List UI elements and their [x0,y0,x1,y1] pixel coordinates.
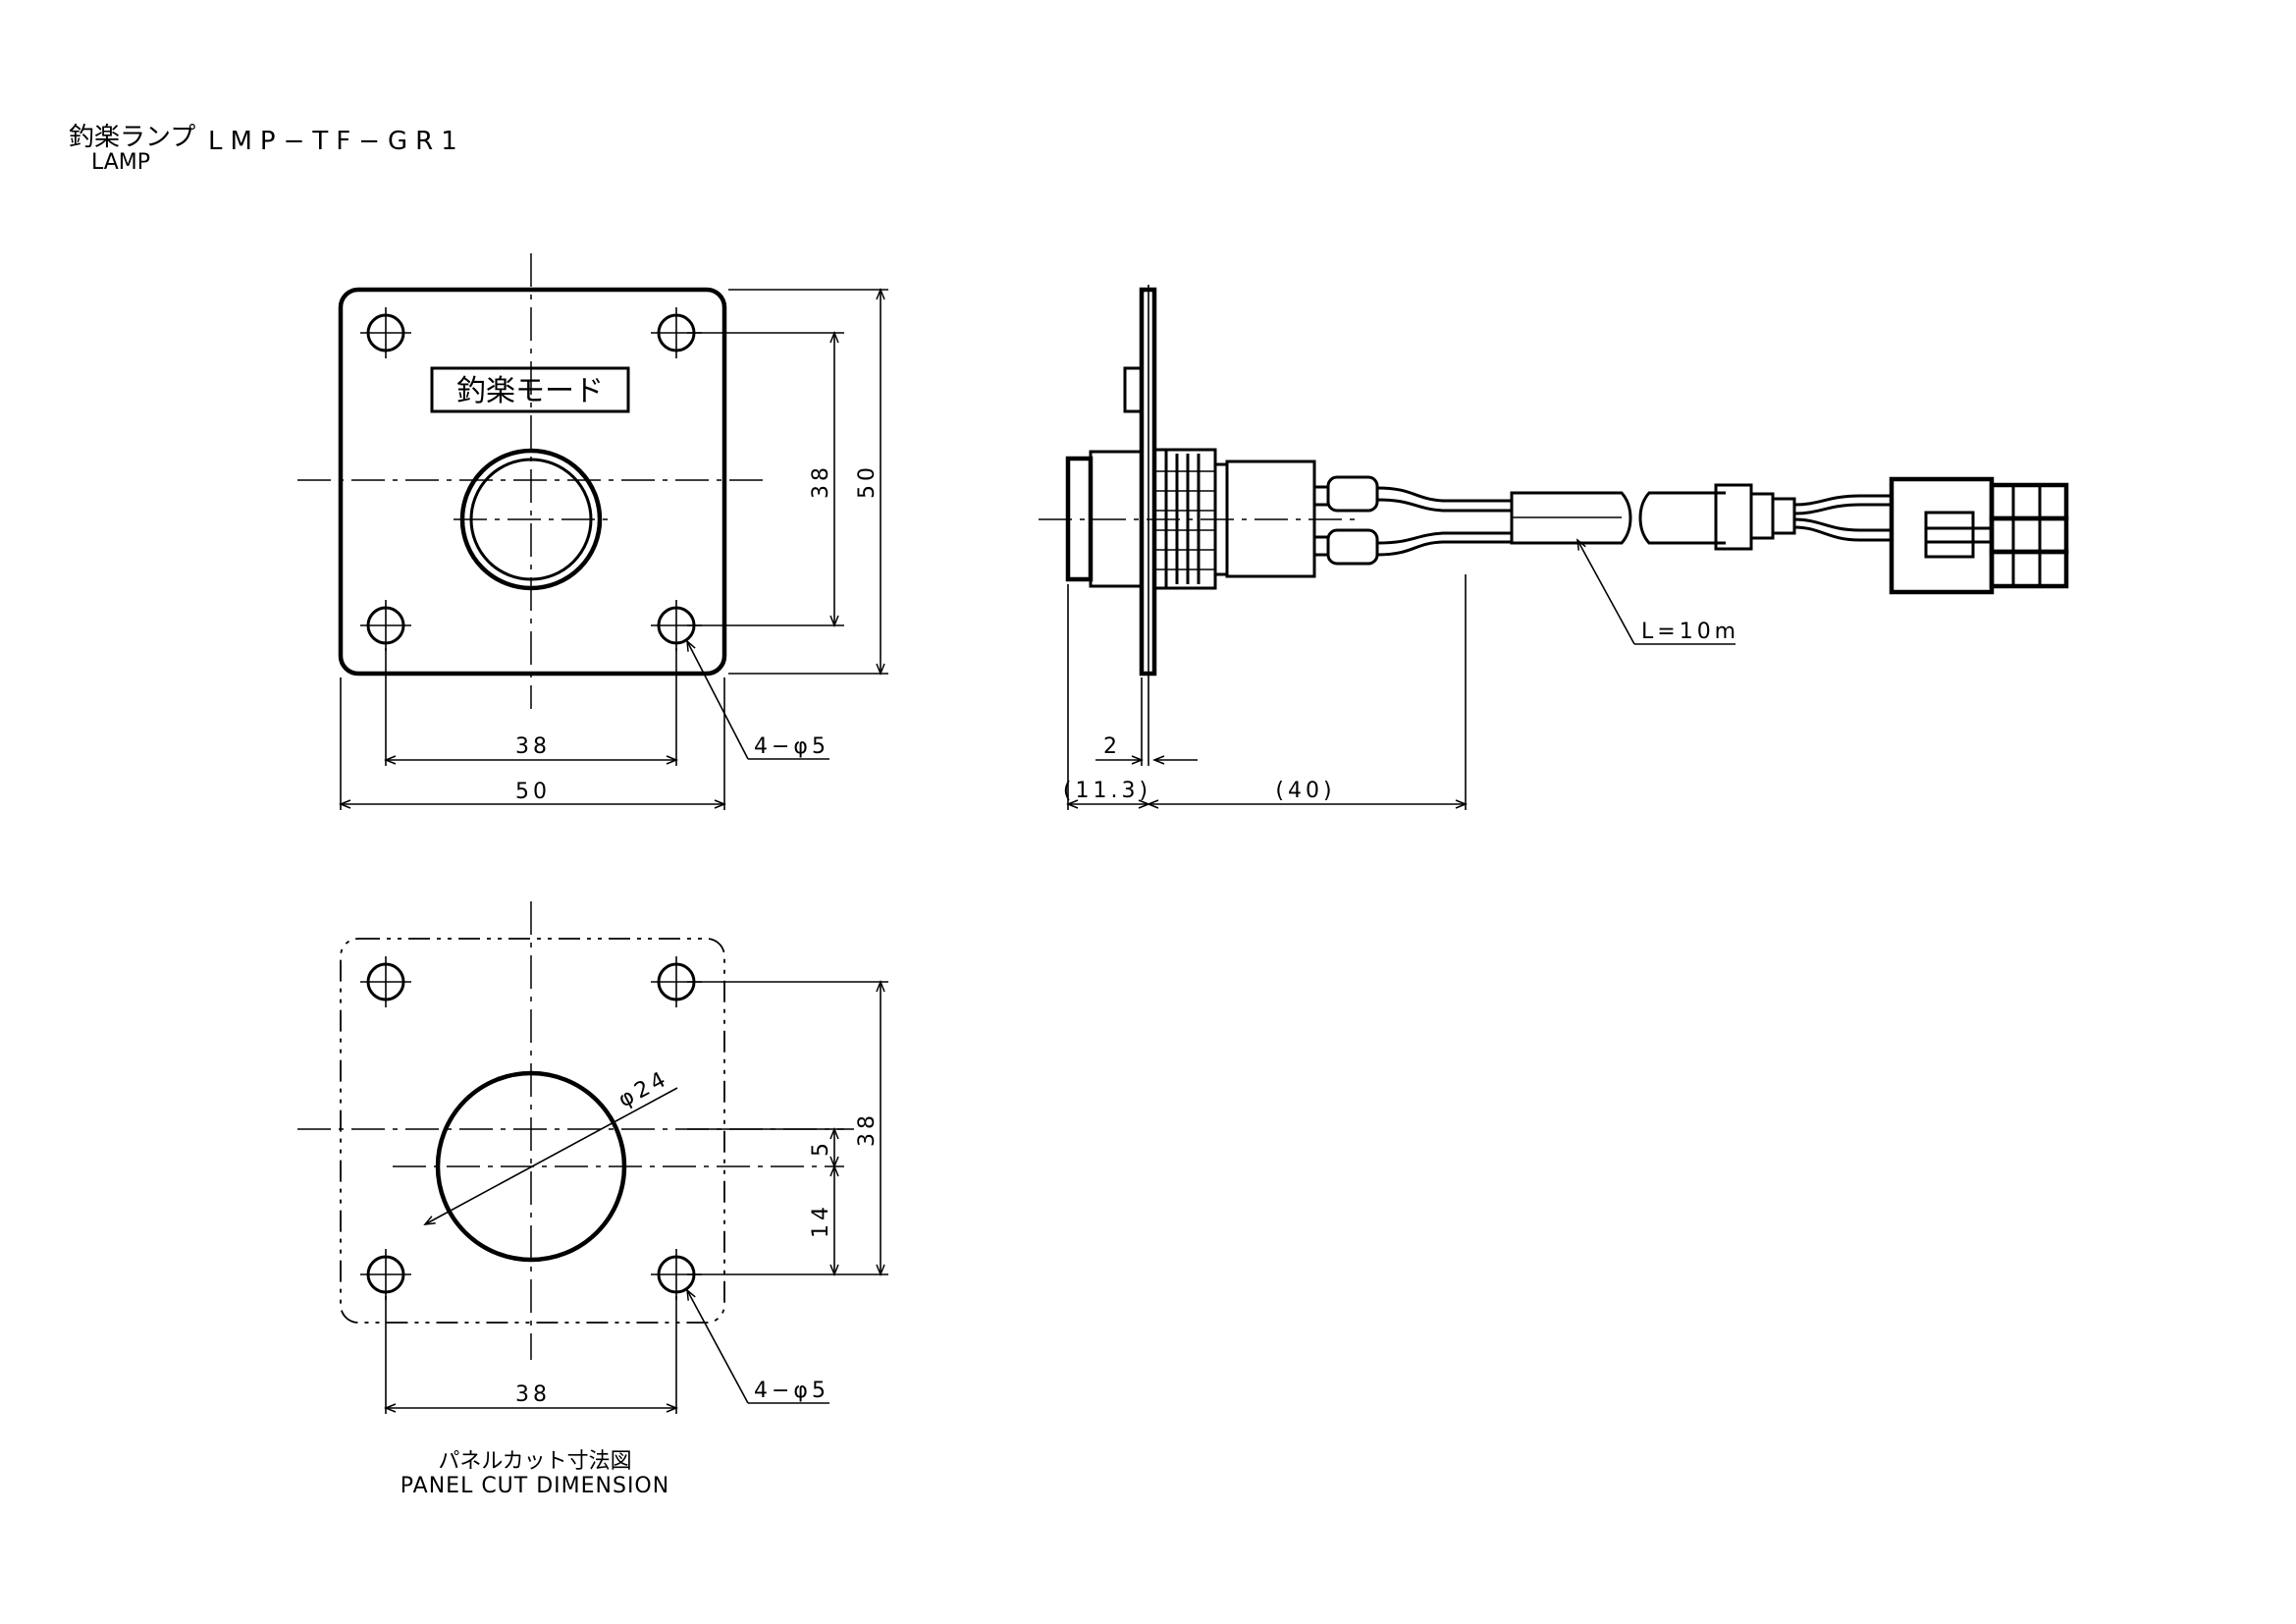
panel-cut-caption-en: PANEL CUT DIMENSION [400,1474,669,1498]
panel-cut-hole-leader [687,1290,749,1404]
model-number: LMP−TF−GR1 [208,127,465,156]
front-hole-note: 4−φ5 [754,734,829,759]
panel-cut-diameter-line [425,1087,678,1224]
panel-cut-dim-38-h: 38 [515,1382,551,1407]
front-label-plate [430,366,630,413]
panel-cut-dim-38-v: 38 [855,1111,880,1147]
side-wires [1376,486,1512,557]
front-dim-38-h: 38 [515,734,551,759]
panel-cut-dim-14: 14 [809,1203,833,1238]
side-view: 2 (11.3) (40) L=10m [1039,285,2069,810]
side-cable-leader [1577,540,1635,645]
title-jp: 釣楽ランプ [69,123,195,152]
front-dim-50-h: 50 [515,780,551,804]
front-plate-outline [338,287,727,677]
side-dim-rear: (40) [1275,779,1335,803]
front-view: 釣楽モード 38 50 38 50 4−φ5 [297,253,888,810]
header: 釣楽ランプ LMP−TF−GR1 LAMP [69,123,465,175]
panel-cut-view: φ24 38 38 5 14 4−φ5 パネルカット寸法図 PANEL CUT … [297,901,888,1498]
panel-cut-caption-jp: パネルカット寸法図 [438,1449,631,1474]
front-dim-38-v: 38 [809,463,833,499]
side-terminal-upper [1326,475,1379,513]
front-label-text: 釣楽モード [456,374,604,408]
panel-cut-hole-note: 4−φ5 [754,1379,829,1403]
side-dim-plate: 2 [1103,734,1121,759]
side-connector [1889,476,2069,595]
side-cable-right [1638,491,1726,545]
side-cable-note: L=10m [1641,620,1739,644]
side-cable-left [1510,491,1632,545]
panel-cut-dim-5: 5 [809,1139,833,1157]
panel-cut-phantom-outline [340,938,725,1324]
front-dim-50-v: 50 [855,463,880,499]
panel-cut-hole [435,1070,627,1263]
panel-cut-mounting-holes [360,956,702,1300]
side-lamp-body [1225,460,1316,578]
front-hole-leader [687,641,749,760]
side-terminal-lower [1326,528,1379,566]
side-dim-front: (11.3) [1063,779,1151,803]
title-en: LAMP [91,150,150,175]
